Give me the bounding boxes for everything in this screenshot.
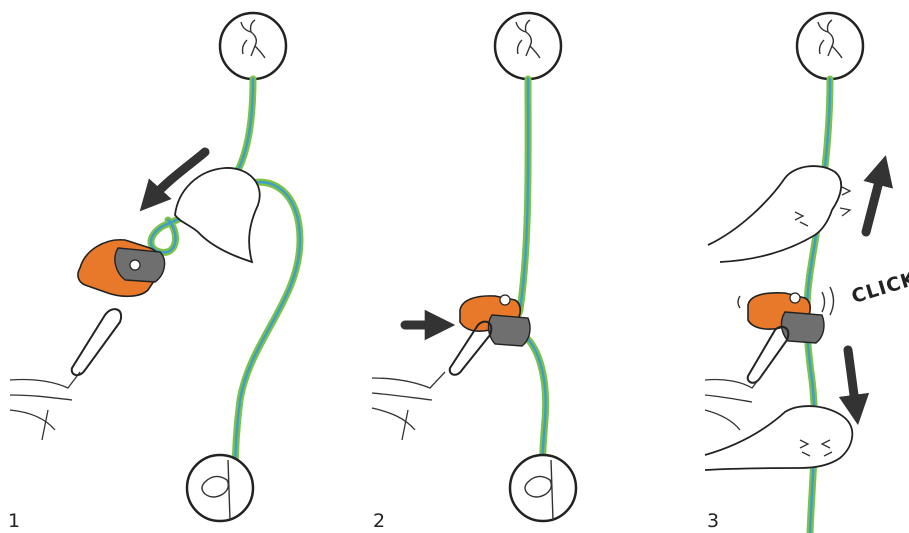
shake-marks [799,439,833,457]
panel-2 [371,11,578,523]
belay-device-icon [747,292,825,344]
hand-icon [174,167,261,264]
anchor-climber-icon [493,11,563,81]
panel-3 [704,11,893,533]
hand-icon [704,405,854,471]
anchor-climber-icon [795,11,865,81]
up-arrow [861,155,893,237]
belay-device-icon [459,294,531,347]
harness-sketch [704,374,763,431]
step-number-1: 1 [8,510,21,532]
panel-1 [9,11,304,523]
rope [147,75,304,484]
belayer-hand-icon [508,453,578,523]
down-arrow [838,345,870,426]
belay-device-icon [77,239,166,298]
rope [494,75,550,482]
harness-sketch [9,371,81,441]
step-number-2: 2 [373,510,386,532]
carabiner-icon [448,320,493,376]
hand-icon [707,165,842,263]
carabiner-icon [746,325,790,384]
shake-marks [794,186,852,227]
carabiner-icon [70,308,123,376]
anchor-climber-icon [218,11,288,81]
direction-arrow [139,147,210,212]
click-sound-marks [737,286,835,316]
step-number-3: 3 [707,510,720,532]
belayer-hand-icon [185,453,255,523]
harness-sketch [371,371,446,441]
